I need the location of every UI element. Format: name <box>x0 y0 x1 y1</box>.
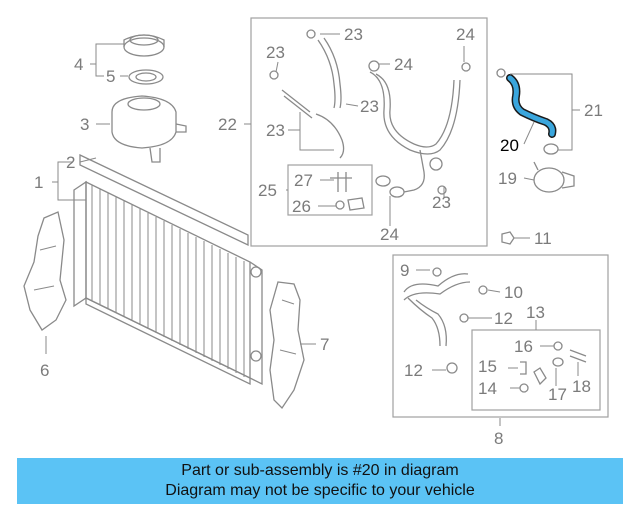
callout-12a: 12 <box>494 309 513 328</box>
callout-1: 1 <box>34 173 43 192</box>
reservoir-cap <box>123 34 165 57</box>
callout-17: 17 <box>548 385 567 404</box>
cap-seal <box>128 69 164 85</box>
callout-18: 18 <box>572 377 591 396</box>
callout-6: 6 <box>40 361 49 380</box>
callout-12b: 12 <box>404 361 423 380</box>
callout-24a: 24 <box>456 25 475 44</box>
callout-22: 22 <box>218 115 237 134</box>
coolant-hoses <box>269 29 471 211</box>
callout-7: 7 <box>320 335 329 354</box>
radiator <box>73 153 263 386</box>
callout-23a: 23 <box>344 25 363 44</box>
hose-group-box <box>250 17 488 247</box>
callout-26: 26 <box>292 197 311 216</box>
callout-5: 5 <box>106 67 115 86</box>
callout-9: 9 <box>400 261 409 280</box>
callout-25: 25 <box>258 181 277 200</box>
callout-23d: 23 <box>266 121 285 140</box>
callout-2: 2 <box>66 153 75 172</box>
callout-11: 11 <box>534 229 552 248</box>
bolt-11 <box>501 231 515 245</box>
callout-23c: 23 <box>360 97 379 116</box>
callout-13: 13 <box>526 303 545 322</box>
left-air-guide <box>23 211 67 331</box>
info-banner: Part or sub-assembly is #20 in diagram D… <box>17 458 623 504</box>
pipe-group-box <box>392 254 609 418</box>
leader-lines <box>45 33 580 426</box>
callout-15: 15 <box>478 357 497 376</box>
callout-24b: 24 <box>394 55 413 74</box>
callout-16: 16 <box>514 337 533 356</box>
callout-numbers: 1 2 3 4 5 6 7 8 9 10 11 12 12 13 14 15 1… <box>34 25 603 448</box>
callout-20: 20 <box>500 136 519 155</box>
callout-14: 14 <box>478 379 497 398</box>
callout-10: 10 <box>504 283 523 302</box>
callout-3: 3 <box>80 115 89 134</box>
coolant-pipes <box>403 267 587 393</box>
coolant-hose-20 <box>496 68 559 155</box>
callout-23e: 23 <box>432 193 451 212</box>
auxiliary-pump <box>533 161 575 193</box>
banner-line-part: Part or sub-assembly is #20 in diagram <box>181 462 459 479</box>
callout-27: 27 <box>294 171 313 190</box>
right-air-guide <box>269 281 305 410</box>
expansion-reservoir <box>111 95 187 163</box>
callout-19: 19 <box>498 169 517 188</box>
callout-24c: 24 <box>380 225 399 244</box>
parts-diagram: 1 2 3 4 5 6 7 8 9 10 11 12 12 13 14 15 1… <box>23 17 609 448</box>
banner-line-disclaimer: Diagram may not be specific to your vehi… <box>165 482 475 499</box>
callout-4: 4 <box>74 55 83 74</box>
callout-8: 8 <box>494 429 503 448</box>
callout-23b: 23 <box>266 43 285 62</box>
callout-21: 21 <box>584 101 603 120</box>
